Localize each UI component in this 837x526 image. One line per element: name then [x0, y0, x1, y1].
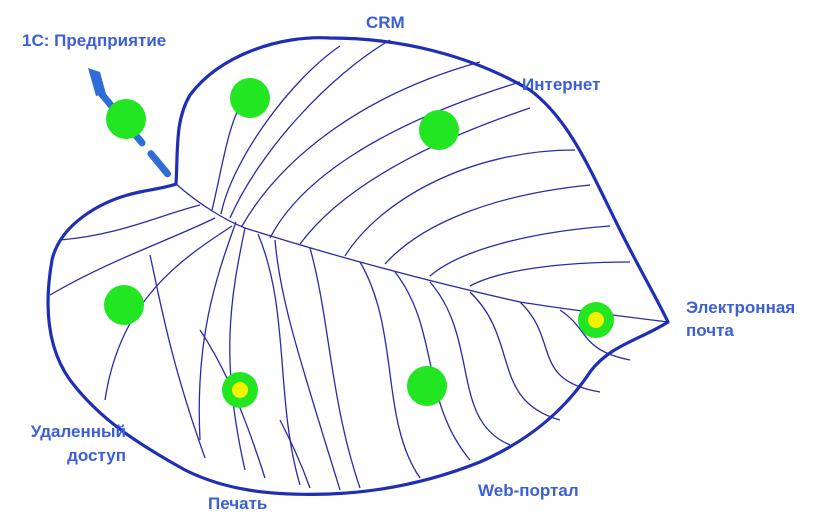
label-enterprise: 1С: Предприятие — [22, 31, 167, 50]
vein — [429, 281, 511, 446]
label-email-line2: почта — [686, 321, 734, 340]
vein — [198, 221, 237, 441]
vein — [394, 271, 471, 461]
nodes — [104, 78, 614, 408]
label-remote-line1: Удаленный — [30, 422, 126, 441]
leaf-outline — [46, 36, 670, 496]
label-web-portal: Web-портал — [478, 481, 579, 500]
vein — [49, 217, 216, 296]
vein — [149, 254, 206, 459]
label-print: Печать — [208, 494, 268, 513]
node-web — [407, 366, 447, 406]
node-internet — [419, 110, 459, 150]
vein — [359, 261, 421, 479]
vein — [469, 291, 561, 421]
vein — [269, 81, 521, 239]
leaf-veins — [49, 39, 669, 491]
node-crm — [230, 78, 270, 118]
node-stem — [106, 99, 146, 139]
vein — [429, 225, 611, 277]
node-print — [222, 372, 258, 408]
vein — [274, 239, 341, 491]
label-crm: CRM — [366, 13, 405, 32]
vein — [299, 107, 531, 245]
vein — [469, 261, 631, 287]
vein — [279, 419, 311, 489]
vein — [104, 225, 233, 401]
vein — [309, 247, 361, 489]
label-remote-line2: доступ — [67, 446, 126, 465]
vein — [257, 233, 301, 486]
vein — [229, 39, 391, 219]
vein — [220, 45, 341, 215]
vein — [384, 184, 591, 265]
node-email — [578, 302, 614, 338]
vein — [229, 227, 246, 471]
label-internet: Интернет — [522, 75, 601, 94]
vein — [344, 149, 576, 257]
vein — [241, 61, 481, 227]
vein — [559, 309, 631, 361]
vein — [59, 204, 201, 241]
node-remote — [104, 285, 144, 325]
label-email-line1: Электронная — [686, 298, 796, 317]
midrib — [175, 183, 669, 323]
